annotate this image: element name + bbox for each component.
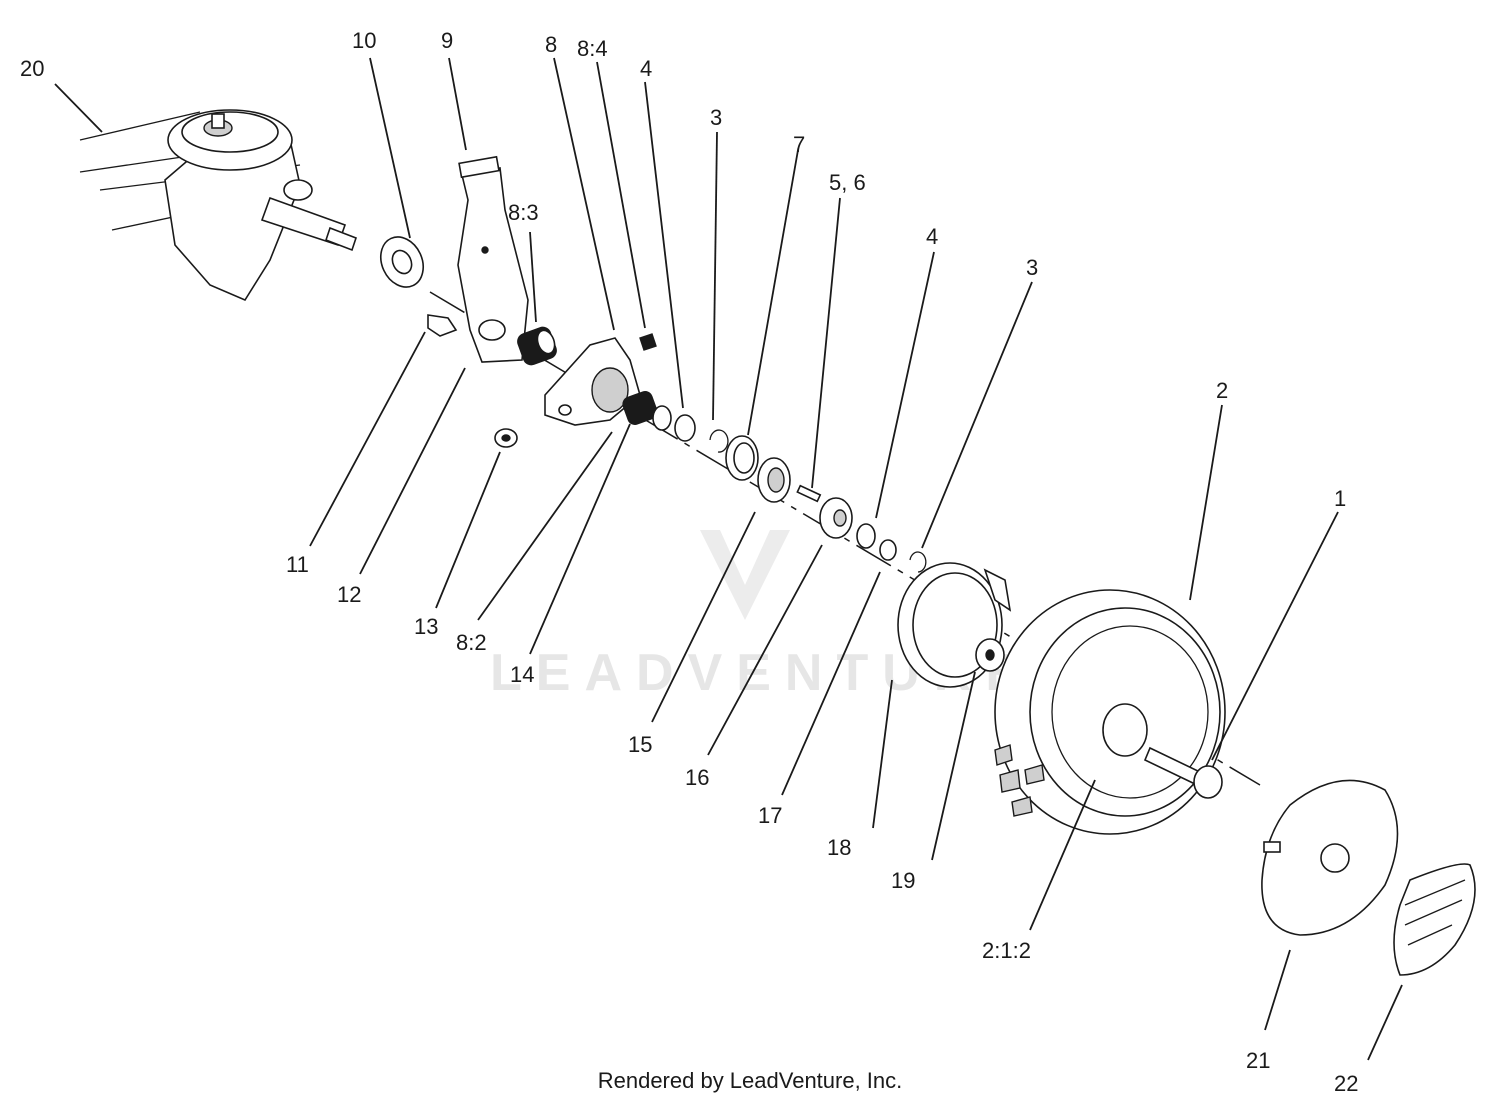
callout-2-1-2: 2:1:2	[982, 938, 1031, 963]
callout-4a: 4	[640, 56, 652, 81]
hex-nut-13	[494, 428, 518, 448]
callouts: 20 10 9 8 8:4 4 3 7 5, 6 8:3 4 3 2 1 11 …	[20, 28, 1358, 1096]
callout-19: 19	[891, 868, 915, 893]
wheel-washer-19	[975, 638, 1005, 672]
height-adjust-bracket-9	[457, 155, 529, 363]
wheel-tread	[994, 744, 1045, 817]
e-ring-3a	[709, 429, 729, 453]
spacer-17	[879, 539, 897, 561]
watermark-logo	[700, 530, 790, 620]
callout-22: 22	[1334, 1071, 1358, 1096]
callout-13: 13	[414, 614, 438, 639]
callout-17: 17	[758, 803, 782, 828]
callout-20: 20	[20, 56, 44, 81]
callout-8-2: 8:2	[456, 630, 487, 655]
callout-8-4: 8:4	[577, 36, 608, 61]
set-screw-8-4	[639, 333, 657, 351]
thrust-washer-4c	[856, 523, 876, 549]
transmission-assembly	[164, 109, 358, 302]
callout-2: 2	[1216, 378, 1228, 403]
wheel-2	[994, 589, 1226, 835]
callout-9: 9	[441, 28, 453, 53]
callout-8: 8	[545, 32, 557, 57]
thrust-washer-4a	[652, 405, 672, 431]
callout-16: 16	[685, 765, 709, 790]
carriage-bolt-11	[427, 314, 458, 337]
callout-12: 12	[337, 582, 361, 607]
key-5-6	[796, 484, 822, 503]
thrust-washer-4b	[674, 414, 696, 442]
drive-belt	[79, 111, 301, 231]
callout-10: 10	[352, 28, 376, 53]
callout-18: 18	[827, 835, 851, 860]
callout-1: 1	[1334, 486, 1346, 511]
callout-8-3: 8:3	[508, 200, 539, 225]
e-ring-3b	[909, 551, 927, 573]
callout-14: 14	[510, 662, 534, 687]
render-credit: Rendered by LeadVenture, Inc.	[597, 1068, 903, 1093]
flat-washer-10	[380, 236, 424, 288]
pinion-gear-16	[819, 497, 853, 539]
callout-4b: 4	[926, 224, 938, 249]
callout-7: 7	[793, 132, 805, 157]
axle-bolt-1	[1143, 746, 1223, 799]
callout-15: 15	[628, 732, 652, 757]
seal-ring-7	[725, 435, 759, 481]
callout-11: 11	[286, 552, 309, 577]
callout-3b: 3	[1026, 255, 1038, 280]
leader-lines	[54, 57, 1403, 1061]
bushing-8-3	[517, 326, 557, 366]
wheel-cover-22	[1393, 863, 1476, 976]
callout-3a: 3	[710, 105, 722, 130]
pivot-bracket-8	[544, 337, 641, 426]
bushing-8-2	[622, 390, 658, 426]
callout-21: 21	[1246, 1048, 1270, 1073]
bearing-15	[757, 457, 791, 503]
hubcap-plate-21	[1261, 779, 1399, 936]
callout-5-6: 5, 6	[829, 170, 866, 195]
